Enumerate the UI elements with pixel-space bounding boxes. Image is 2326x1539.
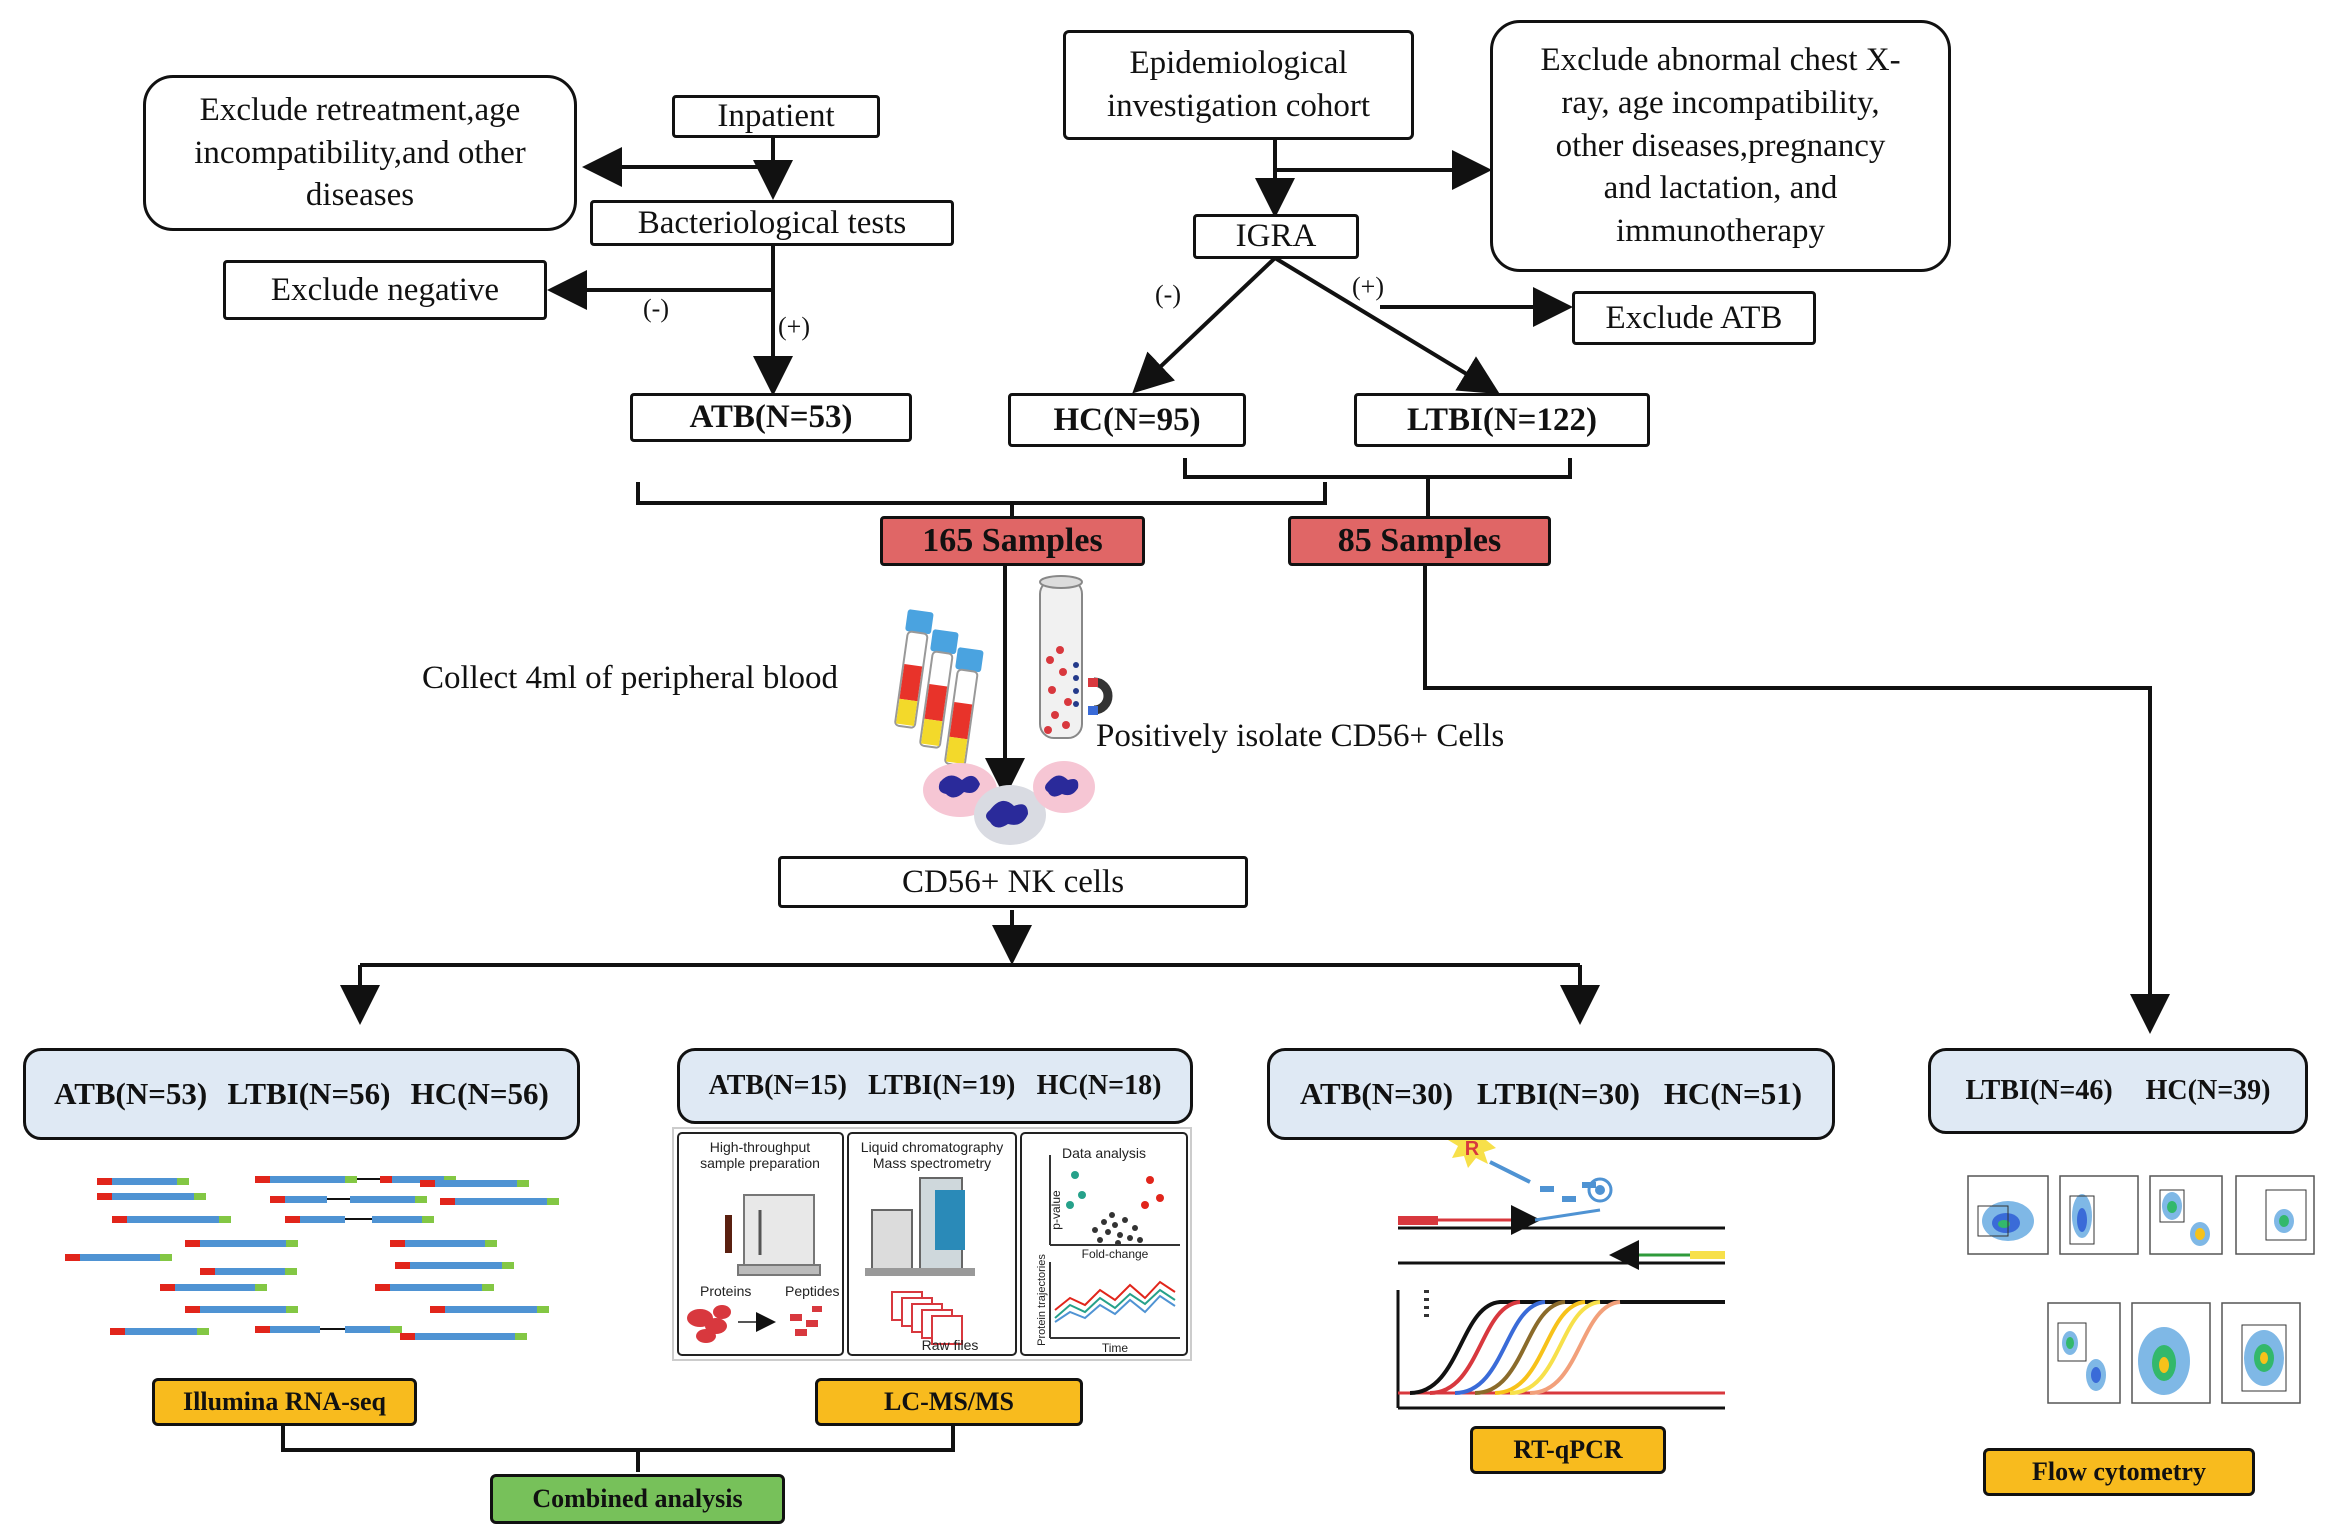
collect-blood-label: Collect 4ml of peripheral blood — [422, 660, 839, 696]
qpcr-atb-count: ATB(N=30) — [1299, 1075, 1454, 1111]
rnaseq-reads-illustration — [65, 1176, 559, 1340]
arrow-85-to-flow — [1423, 566, 2170, 1034]
lcms-p2-title-1: Liquid chromatography — [861, 1139, 1003, 1155]
lcms-p2-raw-files: Raw files — [922, 1337, 979, 1353]
rnaseq-atb-count: ATB(N=53) — [54, 1075, 208, 1111]
left-plus-label: (+) — [778, 312, 810, 341]
samples-165-box: 165 Samples — [880, 516, 1145, 566]
samples-85-box: 85 Samples — [1288, 516, 1551, 566]
rtqpcr-illustration — [1396, 1120, 1725, 1410]
bacteriological-tests-box: Bacteriological tests — [590, 200, 954, 246]
qpcr-ltbi-count: LTBI(N=30) — [1476, 1075, 1640, 1111]
flow-cytometry-plots-illustration — [1967, 1175, 2315, 1404]
lcms-p1-title-1: High-throughput — [710, 1139, 811, 1155]
flow-groups-box: LTBI(N=46) HC(N=39) — [1928, 1048, 2308, 1134]
lcms-atb-count: ATB(N=15) — [708, 1069, 847, 1101]
rtqpcr-reporter-badge: R — [1465, 1138, 1480, 1160]
blood-tubes-icon — [894, 609, 984, 767]
lcms-hc-count: HC(N=18) — [1036, 1069, 1162, 1101]
ltbi-group-box: LTBI(N=122) — [1354, 393, 1650, 447]
flow-hc-count: HC(N=39) — [2145, 1074, 2271, 1106]
rnaseq-ltbi-count: LTBI(N=56) — [227, 1075, 391, 1111]
bracket-165 — [636, 482, 1327, 505]
magnetic-separation-tube-icon — [1039, 575, 1113, 739]
lcms-p1-peptides: Peptides — [785, 1283, 839, 1299]
lcms-ltbi-count: LTBI(N=19) — [868, 1069, 1016, 1101]
atb-group-box: ATB(N=53) — [630, 393, 912, 442]
qpcr-hc-count: HC(N=51) — [1663, 1075, 1803, 1111]
arrow-igra-to-ltbi — [1273, 256, 1500, 395]
nk-cells-icon — [923, 761, 1095, 845]
bracket-combined — [281, 1425, 955, 1452]
lcms-groups-box: ATB(N=15) LTBI(N=19) HC(N=18) — [677, 1048, 1193, 1124]
lcms-p2-title-2: Mass spectrometry — [873, 1155, 991, 1171]
flow-ltbi-count: LTBI(N=46) — [1965, 1074, 2113, 1106]
right-minus-label: (-) — [1155, 280, 1181, 309]
lcms-p3-pvalue: p-value — [1049, 1190, 1063, 1230]
arrow-igra-to-hc — [1132, 256, 1277, 394]
lcms-p3-title: Data analysis — [1062, 1145, 1146, 1161]
left-minus-label: (-) — [643, 294, 669, 323]
igra-box: IGRA — [1193, 214, 1359, 259]
qpcr-groups-box: ATB(N=30) LTBI(N=30) HC(N=51) — [1267, 1048, 1835, 1140]
bracket-85 — [1183, 458, 1572, 479]
lcms-workflow-illustration — [672, 1127, 1192, 1361]
rnaseq-hc-count: HC(N=56) — [410, 1075, 549, 1111]
exclude-retreatment-box: Exclude retreatment,age incompatibility,… — [143, 75, 577, 231]
lcms-p3-fold-change: Fold-change — [1082, 1247, 1149, 1261]
rnaseq-groups-box: ATB(N=53) LTBI(N=56) HC(N=56) — [23, 1048, 580, 1140]
lcms-panel-labels: High-throughput sample preparation Prote… — [700, 1139, 1149, 1355]
illumina-rnaseq-label: Illumina RNA-seq — [152, 1378, 417, 1426]
flow-cytometry-label: Flow cytometry — [1983, 1448, 2255, 1496]
right-plus-label: (+) — [1352, 272, 1384, 301]
lcms-p1-proteins: Proteins — [700, 1283, 751, 1299]
epidemiological-cohort-box: Epidemiological investigation cohort — [1063, 30, 1414, 140]
exclude-atb-box: Exclude ATB — [1572, 291, 1816, 345]
lcms-p1-title-2: sample preparation — [700, 1155, 820, 1171]
lcms-p3-trajectories: Protein trajectories — [1036, 1254, 1048, 1346]
lcms-label: LC-MS/MS — [815, 1378, 1083, 1426]
lcms-p3-time: Time — [1102, 1341, 1129, 1355]
isolate-cd56-label: Positively isolate CD56+ Cells — [1096, 718, 1505, 754]
exclude-negative-box: Exclude negative — [223, 260, 547, 320]
rtqpcr-label: RT-qPCR — [1470, 1426, 1666, 1474]
combined-analysis-label: Combined analysis — [490, 1474, 785, 1524]
exclude-abnormal-box: Exclude abnormal chest X-ray, age incomp… — [1490, 20, 1951, 272]
hc-group-box: HC(N=95) — [1008, 393, 1246, 447]
cd56-nk-cells-box: CD56+ NK cells — [778, 856, 1248, 908]
inpatient-box: Inpatient — [672, 95, 880, 138]
